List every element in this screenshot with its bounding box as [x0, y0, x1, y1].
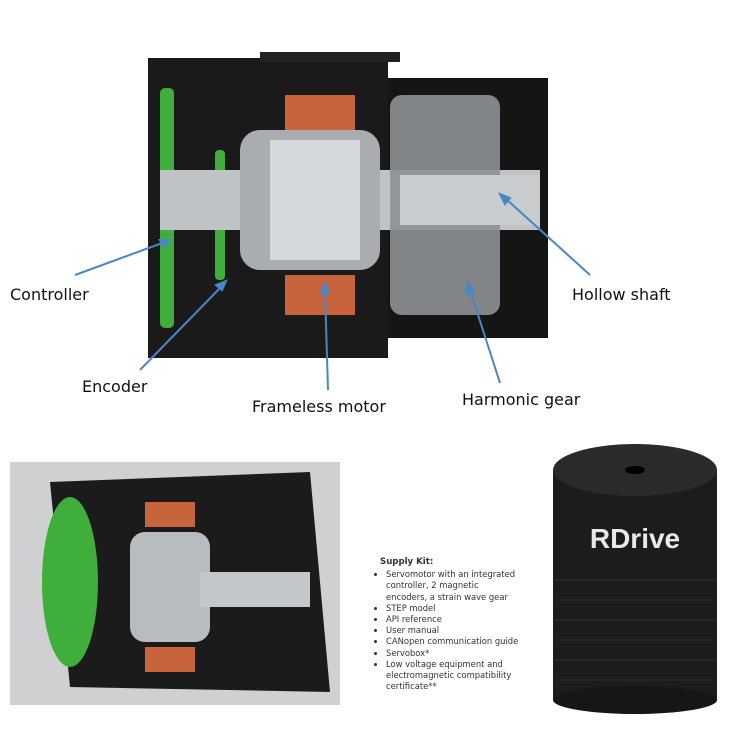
rdrive-logo: RDrive	[590, 523, 680, 554]
supply-kit-item: CANopen communication guide	[386, 636, 522, 647]
supply-kit-item: User manual	[386, 625, 522, 636]
shaft	[160, 95, 540, 315]
supply-kit-item: Servomotor with an integrated controller…	[386, 569, 522, 603]
pointer-arrows	[74, 192, 591, 391]
supply-kit: Supply Kit: Servomotor with an integrate…	[372, 557, 522, 692]
supply-kit-item: Servobox*	[386, 648, 522, 659]
label-frameless-motor: Frameless motor	[252, 397, 386, 416]
label-hollow-shaft: Hollow shaft	[572, 285, 671, 304]
supply-kit-item: STEP model	[386, 603, 522, 614]
rdrive-product-photo: RDrive	[553, 444, 717, 714]
label-encoder: Encoder	[82, 377, 148, 396]
motor-3d-render	[10, 462, 340, 705]
motor-cutaway-diagram	[74, 52, 591, 391]
stator-copper	[285, 95, 355, 315]
label-harmonic-gear: Harmonic gear	[462, 390, 581, 409]
supply-kit-title: Supply Kit:	[380, 557, 434, 567]
label-controller: Controller	[10, 285, 89, 304]
supply-kit-item: Low voltage equipment and electromagneti…	[386, 659, 522, 693]
supply-kit-item: API reference	[386, 614, 522, 625]
